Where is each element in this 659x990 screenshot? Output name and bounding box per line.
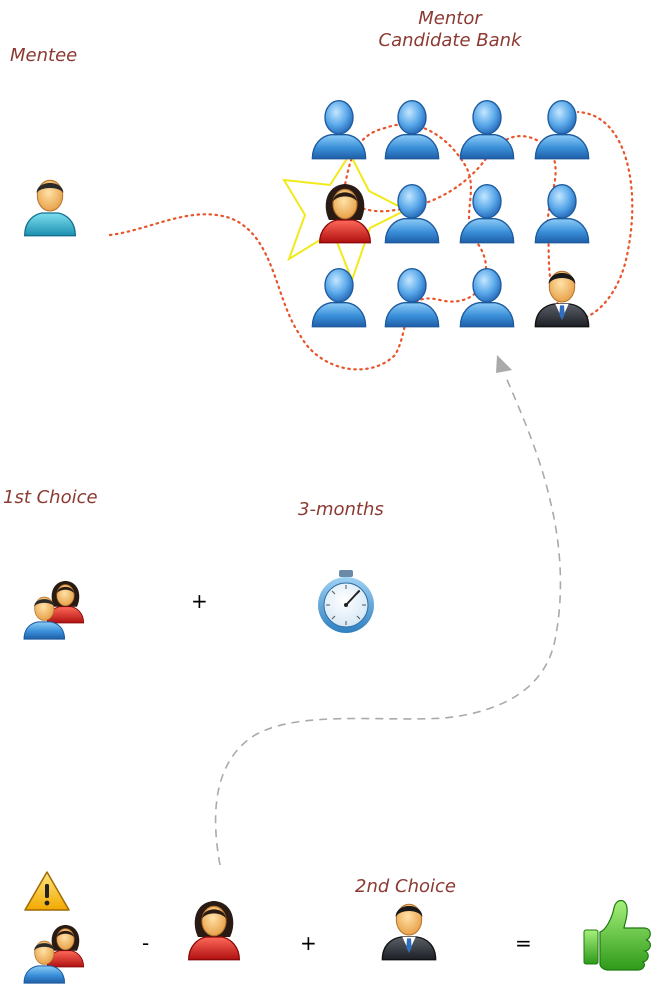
- user-blue-icon: [384, 99, 440, 160]
- user-female-red-icon: [188, 900, 240, 961]
- warning-icon: [24, 871, 70, 911]
- first-choice-label: 1st Choice: [3, 487, 98, 508]
- plus-operator: +: [191, 589, 208, 613]
- user-blue-icon: [384, 267, 440, 328]
- mentor-bank-title-line2: Candidate Bank: [378, 30, 522, 51]
- user-blue-icon: [459, 99, 515, 160]
- mentor-bank-title: Mentor Candidate Bank: [340, 8, 560, 52]
- user-business-suit-icon: [534, 270, 590, 328]
- user-blue-shirt-icon: [23, 179, 76, 237]
- user-female-red-icon: [318, 183, 372, 244]
- minus-operator: -: [142, 931, 150, 955]
- three-months-label: 3-months: [298, 499, 384, 520]
- user-blue-icon: [384, 184, 440, 244]
- mentee-label: Mentee: [10, 45, 78, 66]
- user-business-suit-icon: [381, 903, 437, 961]
- stopwatch-icon: [318, 570, 374, 633]
- thumbs-up-icon: [583, 899, 651, 971]
- plus-operator: +: [300, 931, 317, 955]
- user-blue-icon: [311, 267, 367, 328]
- user-pair-icon: [23, 924, 85, 984]
- equals-operator: =: [515, 931, 532, 955]
- mentor-bank-title-line1: Mentor: [418, 8, 482, 29]
- selection-path: [108, 110, 634, 371]
- user-blue-icon: [534, 99, 590, 160]
- user-blue-icon: [311, 99, 367, 160]
- second-choice-label: 2nd Choice: [355, 876, 456, 897]
- user-blue-icon: [534, 184, 590, 244]
- user-blue-icon: [459, 184, 515, 244]
- user-pair-icon: [23, 580, 85, 640]
- arrow-head: [496, 355, 512, 373]
- return-path: [214, 374, 562, 866]
